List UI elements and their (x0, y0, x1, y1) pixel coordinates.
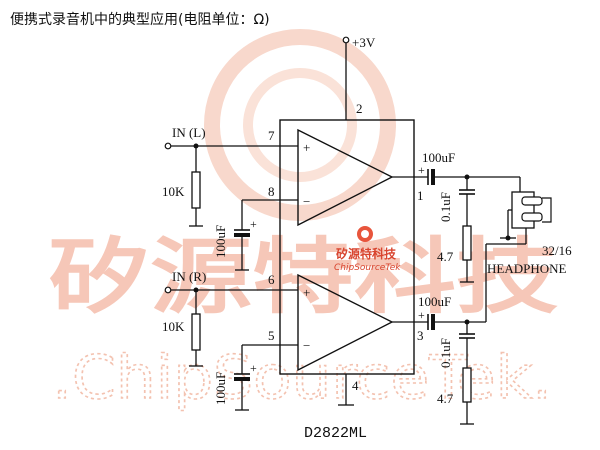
pin-6-label: 6 (268, 272, 275, 287)
cap-fb-top-label: 100uF (213, 225, 228, 258)
watermark-ring-inner (243, 68, 357, 182)
supply-net: +3V 2 (342, 35, 376, 120)
input-right-label: IN (R) (172, 269, 206, 284)
cap-out-top-plate-b (431, 169, 435, 185)
cap-fb-bot-plate-b (234, 377, 250, 381)
amp-right-plus: + (303, 285, 310, 300)
cap-zobel-bot-label: 0.1uF (438, 338, 453, 368)
res-zobel-top-label: 4.7 (437, 249, 454, 264)
res-in-bot (191, 313, 201, 351)
logo-cn: 矽源特科技 (336, 246, 397, 261)
res-in-bot-label: 10K (162, 319, 185, 334)
cap-out-bot-label: 100uF (418, 294, 451, 309)
pin-3-label: 3 (417, 328, 424, 343)
cap-fb-top-plus: + (250, 217, 257, 231)
input-left-terminal (164, 142, 172, 150)
pin-2-label: 2 (356, 101, 363, 116)
cap-fb-bot-plus: + (250, 361, 257, 375)
cap-fb-bot-label: 100uF (213, 372, 228, 405)
load-impedance: 32/16 (542, 243, 572, 258)
pin-1-label: 1 (417, 188, 424, 203)
load-label: HEADPHONE (487, 261, 567, 276)
watermark-en: .ChipSourceTek. (52, 343, 552, 413)
chip-body (279, 119, 415, 375)
pin-5-label: 5 (268, 328, 275, 343)
amp-left-triangle (297, 128, 394, 227)
logo-en: ChipSourceTek (334, 263, 401, 273)
input-left-label: IN (L) (172, 125, 206, 140)
chip-logo: 矽源特科技 ChipSourceTek (334, 226, 401, 273)
amp-right-minus: − (303, 338, 310, 353)
jack-contact-top (521, 196, 543, 206)
res-in-top (191, 171, 201, 209)
res-zobel-top (462, 225, 472, 261)
input-right-terminal (164, 286, 172, 294)
amp-left: + − (297, 128, 394, 227)
res-zobel-bot (462, 367, 472, 403)
headphone-jack (485, 177, 552, 322)
jack-plug (542, 197, 552, 223)
pin-4-label: 4 (352, 378, 359, 393)
res-zobel-bot-label: 4.7 (437, 391, 454, 406)
supply-label: +3V (352, 35, 376, 50)
amp-left-minus: − (303, 194, 310, 209)
cap-out-top-label: 100uF (422, 150, 455, 165)
cap-out-bot-plate-b (431, 314, 435, 330)
supply-terminal (342, 36, 350, 44)
cap-zobel-top-label: 0.1uF (438, 192, 453, 222)
jack-contact-bottom (521, 212, 543, 222)
res-in-top-label: 10K (162, 184, 185, 199)
cap-out-top-plus: + (418, 163, 425, 177)
amp-left-plus: + (303, 140, 310, 155)
pin-8-label: 8 (268, 184, 275, 199)
amp-right: + − (297, 273, 394, 372)
pin-7-label: 7 (268, 128, 275, 143)
cap-fb-top-plate-b (234, 233, 250, 237)
logo-icon-inner (361, 230, 369, 238)
cap-out-bot-plus: + (418, 308, 425, 322)
watermark: 矽源特科技 .ChipSourceTek. (48, 29, 558, 414)
amp-right-triangle (297, 273, 394, 372)
page-title: 便携式录音机中的典型应用(电阻单位：Ω) (10, 11, 270, 28)
watermark-ring (204, 29, 396, 221)
chip-name: D2822ML (304, 425, 367, 442)
